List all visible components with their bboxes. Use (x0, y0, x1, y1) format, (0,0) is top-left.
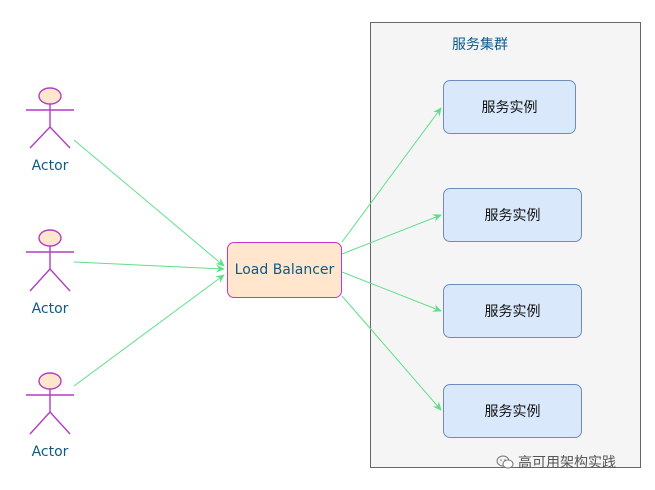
edge-actor3-to-lb (73, 274, 225, 387)
actor-label: Actor (31, 444, 69, 460)
edge-lb-to-instance3 (341, 271, 442, 312)
actor-icon[interactable] (26, 87, 74, 149)
actor-label: Actor (31, 158, 69, 174)
edge-lb-to-instance2 (341, 214, 442, 255)
actor-label: Actor (31, 301, 69, 317)
service-instance-label: 服务实例 (481, 100, 538, 116)
service-instance-3[interactable]: 服务实例 (443, 284, 582, 338)
actor-icon[interactable] (26, 372, 74, 435)
load-balancer-node[interactable]: Load Balancer (227, 242, 342, 298)
wechat-icon (496, 455, 514, 469)
load-balancer-label: Load Balancer (234, 262, 335, 278)
service-instance-2[interactable]: 服务实例 (443, 188, 582, 242)
service-instance-label: 服务实例 (484, 404, 541, 420)
actor-icon[interactable] (26, 229, 74, 292)
edge-actor1-to-lb (73, 139, 225, 267)
service-instance-4[interactable]: 服务实例 (443, 384, 582, 438)
edge-actor2-to-lb (73, 261, 225, 273)
watermark: 高可用架构实践 (496, 452, 616, 472)
cluster-title: 服务集群 (452, 37, 508, 53)
watermark-text: 高可用架构实践 (518, 455, 616, 471)
edge-lb-to-instance1 (341, 107, 442, 243)
service-instance-label: 服务实例 (484, 208, 541, 224)
service-instance-label: 服务实例 (484, 304, 541, 320)
edge-lb-to-instance4 (341, 295, 442, 411)
service-instance-1[interactable]: 服务实例 (443, 80, 576, 134)
